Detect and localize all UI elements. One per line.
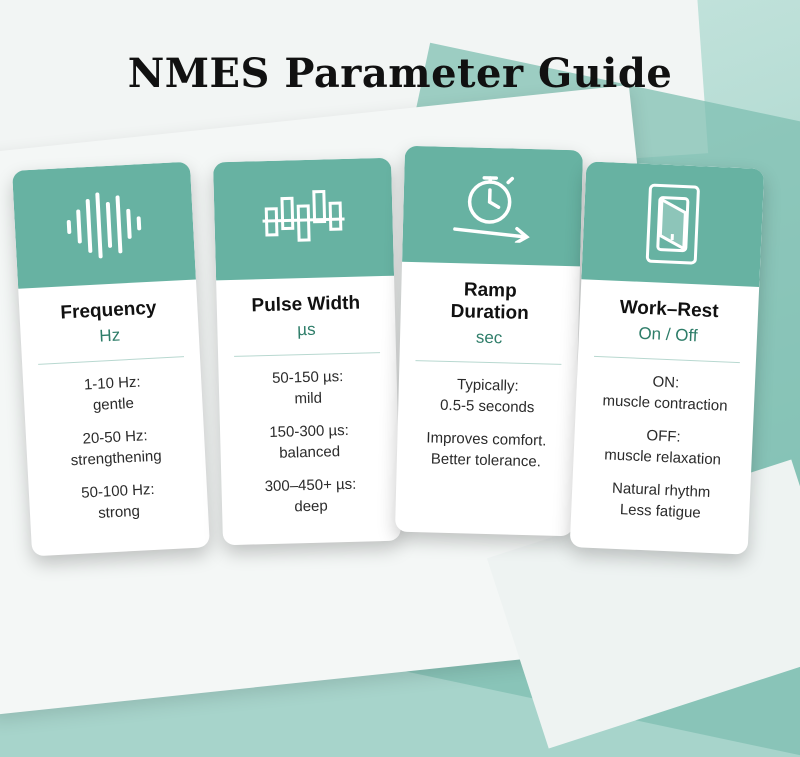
card-ramp-duration: Ramp Duration sec Typically: 0.5-5 secon… [395, 146, 583, 537]
card-item: ON: muscle contraction [588, 369, 744, 418]
divider [594, 356, 740, 363]
card-name: Work–Rest [592, 296, 747, 325]
card-work-rest: Work–Rest On / Off ON: muscle contractio… [570, 161, 765, 554]
card-unit: On / Off [591, 322, 746, 349]
card-frequency: Frequency Hz 1-10 Hz: gentle 20-50 Hz: s… [12, 162, 210, 557]
card-unit: µs [229, 318, 383, 342]
card-unit: sec [412, 326, 566, 350]
card-item: 50-150 µs: mild [230, 365, 385, 411]
card-item: 50-100 Hz: strong [40, 477, 196, 527]
card-pulse-width: Pulse Width µs 50-150 µs: mild 150-300 µ… [213, 158, 401, 546]
timer-ramp-icon [447, 169, 539, 243]
card-header [12, 162, 196, 289]
pulse-bars-icon [260, 185, 348, 253]
card-unit: Hz [32, 322, 187, 350]
card-name: Pulse Width [229, 292, 384, 318]
card-item: Typically: 0.5-5 seconds [410, 373, 565, 419]
divider [38, 356, 184, 365]
card-header [402, 146, 583, 267]
card-name: Frequency [31, 296, 186, 326]
divider [234, 352, 380, 357]
card-item: OFF: muscle relaxation [585, 423, 741, 472]
card-item: 20-50 Hz: strengthening [38, 423, 194, 473]
card-header [213, 158, 394, 281]
card-item: 300–450+ µs: deep [233, 473, 388, 519]
card-item: 1-10 Hz: gentle [35, 369, 191, 419]
waveform-icon [57, 188, 151, 263]
card-item: Improves comfort. Better tolerance. [409, 427, 564, 473]
card-item: Natural rhythm Less fatigue [583, 477, 739, 526]
switch-icon [641, 181, 705, 268]
card-header [581, 161, 764, 287]
page-title: NMES Parameter Guide [0, 50, 800, 97]
card-name: Ramp Duration [412, 278, 567, 326]
divider [415, 360, 561, 365]
card-item: 150-300 µs: balanced [232, 419, 387, 465]
